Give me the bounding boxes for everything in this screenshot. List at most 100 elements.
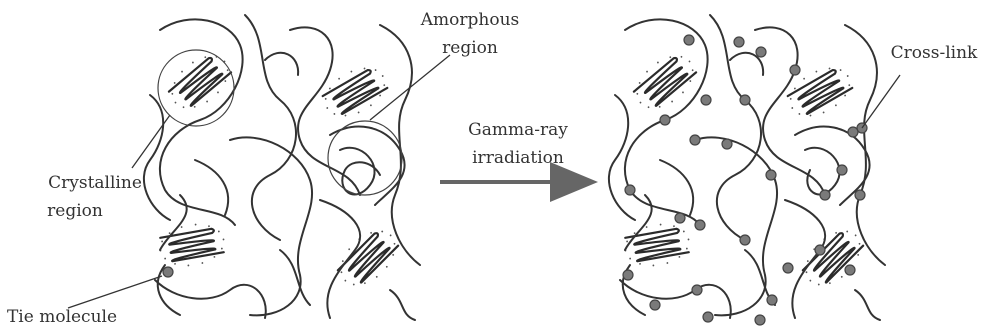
amorphous-dot [206, 100, 209, 103]
amorphous-dot [839, 69, 841, 71]
amorphous-chains [144, 15, 420, 320]
amorphous-dot [660, 224, 662, 226]
cross-link-point [701, 95, 711, 105]
before-irradiation-structure [68, 15, 450, 320]
amorphous-dot [844, 94, 846, 96]
cross-link-point [623, 270, 633, 280]
amorphous-dot [846, 230, 849, 233]
crystalline-lamella [156, 219, 228, 271]
amorphous-dot [224, 80, 227, 83]
amorphous-dot [353, 283, 356, 286]
amorphous-dot [221, 248, 223, 250]
cross-link-point [790, 65, 800, 75]
amorphous-dot [344, 114, 346, 116]
tie-molecule-label: Tie molecule [7, 307, 117, 327]
tie-molecule-dot [163, 267, 173, 277]
amorphous-label-line1: Amorphous [420, 10, 520, 30]
amorphous-dot [324, 98, 326, 100]
folded-chain [169, 53, 231, 111]
amorphous-dot [217, 91, 220, 94]
amorphous-dot [835, 232, 838, 235]
amorphous-dot [171, 93, 174, 96]
amorphous-dot [657, 61, 660, 64]
amorphous-dot [204, 56, 207, 59]
amorphous-dot [379, 94, 381, 96]
cross-link-point [660, 115, 670, 125]
amorphous-dot [364, 282, 367, 285]
cross-link-point [767, 295, 777, 305]
cross-link-point [815, 245, 825, 255]
amorphous-dot [181, 226, 183, 228]
amorphous-dot [658, 106, 661, 109]
cross-link-point [650, 300, 660, 310]
amorphous-dot [344, 279, 347, 282]
amorphous-dot [669, 56, 672, 59]
amorphous-dot [805, 271, 808, 274]
amorphous-dot [181, 70, 184, 73]
cross-link-point [690, 135, 700, 145]
amorphous-dot [680, 56, 683, 59]
amorphous-dot [818, 283, 821, 286]
amorphous-label-line2: region [442, 38, 498, 58]
amorphous-dot [342, 260, 345, 263]
cross-link-point [855, 190, 865, 200]
tie-molecule-leader [68, 276, 162, 308]
cross-link-point [837, 165, 847, 175]
amorphous-dot [686, 248, 688, 250]
amorphous-dot [798, 113, 800, 115]
amorphous-dot [370, 232, 373, 235]
crystalline-label-line1: Crystalline [48, 173, 142, 193]
amorphous-dot [326, 107, 328, 109]
cross-link-point [703, 312, 713, 322]
amorphous-dot [646, 70, 649, 73]
gamma-label-line1: Gamma-ray [468, 120, 568, 140]
amorphous-dot [846, 75, 848, 77]
amorphous-dot [639, 101, 642, 104]
after-irradiation-structure [609, 15, 900, 325]
amorphous-dot [858, 243, 861, 246]
amorphous-dot [350, 70, 352, 72]
amorphous-dot [809, 114, 811, 116]
amorphous-dot [848, 84, 850, 86]
amorphous-dot [348, 248, 351, 251]
amorphous-dot [370, 104, 372, 106]
amorphous-dot [173, 82, 176, 85]
folded-chain [338, 228, 398, 288]
amorphous-dot [192, 61, 195, 64]
amorphous-dot [383, 84, 385, 86]
cross-link-point [740, 95, 750, 105]
amorphous-dot [815, 70, 817, 72]
amorphous-dot [329, 87, 331, 89]
amorphous-dot [222, 238, 224, 240]
amorphous-dot [646, 226, 648, 228]
amorphous-dot [829, 282, 832, 285]
amorphous-dot [673, 225, 675, 227]
amorphous-dot [666, 262, 668, 264]
cross-link-leader [862, 75, 900, 128]
amorphous-dot [374, 69, 376, 71]
cross-link-label: Cross-link [891, 43, 978, 63]
amorphous-dot [629, 258, 631, 260]
amorphous-dot [682, 91, 685, 94]
amorphous-dot [182, 106, 185, 109]
amorphous-dot [822, 111, 824, 113]
amorphous-dot [636, 93, 639, 96]
amorphous-dot [386, 265, 389, 268]
amorphous-dot [340, 271, 343, 274]
amorphous-dot [357, 111, 359, 113]
crystalline-lamella [162, 45, 239, 119]
cross-link-point [692, 285, 702, 295]
amorphous-leader [370, 55, 450, 120]
amorphous-dot [835, 104, 837, 106]
cross-link-point [740, 235, 750, 245]
amorphous-dot [174, 263, 176, 265]
crystalline-lamella [316, 58, 393, 126]
amorphous-highlight-circle [328, 121, 402, 195]
amorphous-dot [652, 264, 654, 266]
gamma-label-line2: irradiation [472, 148, 564, 168]
cross-link-point [734, 37, 744, 47]
amorphous-dot [201, 262, 203, 264]
amorphous-dot [393, 243, 396, 246]
amorphous-dot [389, 234, 392, 237]
amorphous-dot [794, 87, 796, 89]
